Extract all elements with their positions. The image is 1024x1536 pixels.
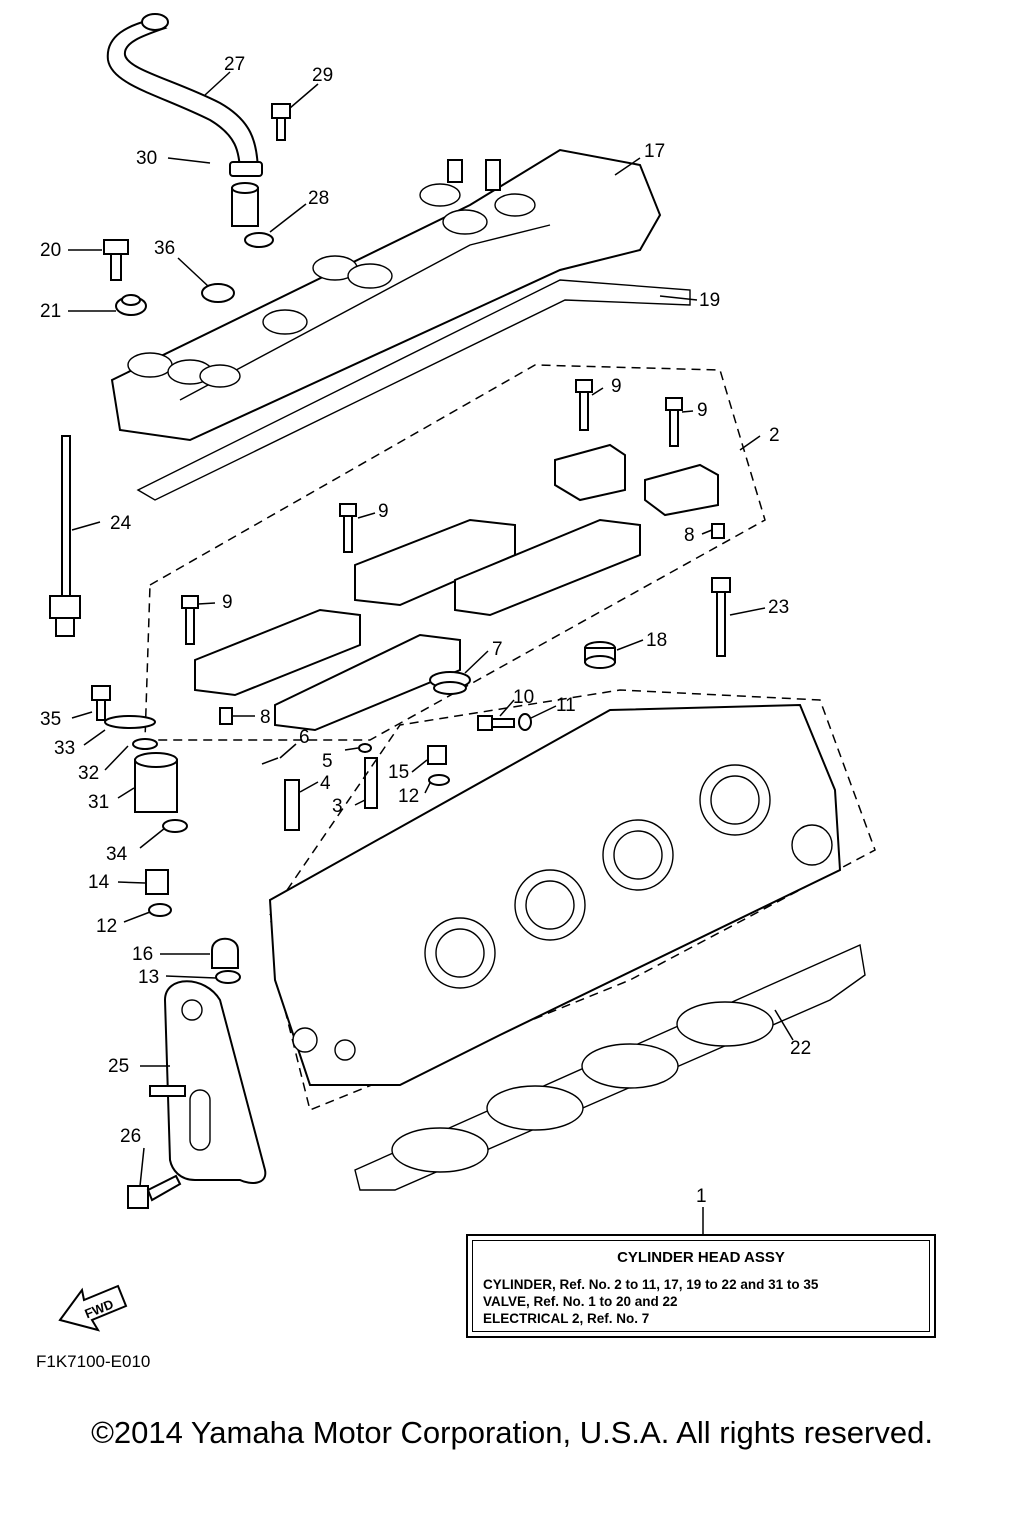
exploded-parts-diagram: FWD	[40, 13, 876, 1332]
callout-22: 22	[790, 1038, 811, 1059]
housing-plate[interactable]	[149, 980, 267, 1184]
nut-14[interactable]	[145, 869, 169, 895]
callout-2: 2	[769, 425, 780, 446]
callout-12a: 12	[398, 786, 419, 807]
valve-guides[interactable]	[261, 743, 378, 831]
breather-hose[interactable]	[106, 13, 263, 227]
cap-bolts[interactable]	[181, 379, 683, 645]
callout-3: 3	[332, 796, 343, 817]
reference-line-valve: VALVE, Ref. No. 1 to 20 and 22	[483, 1294, 678, 1309]
callout-9a: 9	[611, 376, 622, 397]
dipstick[interactable]	[49, 435, 81, 637]
reference-table: CYLINDER HEAD ASSY CYLINDER, Ref. No. 2 …	[466, 1234, 936, 1338]
callout-35: 35	[40, 709, 61, 730]
callout-9c: 9	[378, 501, 389, 522]
dowel-pin-upper[interactable]	[711, 523, 725, 539]
callout-labels: 1 2 3 4 5 6 7 8 8 9 9 9 9 10 11 12 12 13…	[40, 54, 811, 1207]
washer-11[interactable]	[518, 713, 532, 731]
fwd-arrow-icon: FWD	[58, 1284, 128, 1332]
callout-14: 14	[88, 872, 110, 893]
copyright-notice: ©2014 Yamaha Motor Corporation, U.S.A. A…	[91, 1415, 933, 1450]
grommet-21[interactable]	[115, 294, 147, 316]
plug[interactable]	[584, 641, 616, 669]
callout-4: 4	[320, 773, 331, 794]
callout-7: 7	[492, 639, 503, 660]
nut-15[interactable]	[427, 745, 447, 765]
sensor-plug[interactable]	[429, 671, 471, 695]
callout-33: 33	[54, 738, 75, 759]
cover-gasket[interactable]	[136, 279, 691, 501]
callout-5: 5	[322, 751, 333, 772]
callout-31: 31	[88, 792, 109, 813]
reference-line-cylinder: CYLINDER, Ref. No. 2 to 11, 17, 19 to 22…	[483, 1277, 819, 1292]
callout-9d: 9	[222, 592, 233, 613]
callout-16: 16	[132, 944, 153, 965]
washer-12-lower[interactable]	[148, 903, 172, 917]
callout-23: 23	[768, 597, 789, 618]
callout-6: 6	[299, 727, 310, 748]
callout-8b: 8	[260, 707, 271, 728]
callout-21: 21	[40, 301, 61, 322]
callout-18: 18	[646, 630, 667, 651]
reference-table-inner: CYLINDER HEAD ASSY CYLINDER, Ref. No. 2 …	[472, 1240, 930, 1332]
filter-assembly[interactable]	[91, 685, 188, 833]
callout-8a: 8	[684, 525, 695, 546]
callout-32: 32	[78, 763, 99, 784]
grommet-36[interactable]	[201, 283, 235, 303]
reference-line-electrical: ELECTRICAL 2, Ref. No. 7	[483, 1311, 650, 1326]
callout-30: 30	[136, 148, 157, 169]
cap-nut-16[interactable]	[211, 937, 239, 969]
callout-24: 24	[110, 513, 132, 534]
callout-29: 29	[312, 65, 333, 86]
bolt-10[interactable]	[477, 715, 515, 731]
reference-table-title: CYLINDER HEAD ASSY	[617, 1249, 785, 1266]
bolt-26[interactable]	[127, 1174, 182, 1209]
callout-27: 27	[224, 54, 245, 75]
drawing-code: F1K7100-E010	[36, 1352, 151, 1371]
callout-26: 26	[120, 1126, 141, 1147]
callout-10: 10	[513, 687, 534, 708]
callout-11: 11	[556, 695, 576, 716]
callout-28: 28	[308, 188, 329, 209]
callout-12b: 12	[96, 916, 117, 937]
callout-15: 15	[388, 762, 409, 783]
callout-9b: 9	[697, 400, 708, 421]
washer-12-upper[interactable]	[428, 774, 450, 786]
dowel-pin-lower[interactable]	[219, 707, 233, 725]
callout-25: 25	[108, 1056, 129, 1077]
callout-13: 13	[138, 967, 159, 988]
long-bolt[interactable]	[711, 577, 731, 657]
callout-17: 17	[644, 141, 665, 162]
callout-34: 34	[106, 844, 128, 865]
callout-36: 36	[154, 238, 175, 259]
bolt-29[interactable]	[271, 103, 291, 141]
cylinder-head[interactable]	[268, 703, 842, 1086]
callout-20: 20	[40, 240, 61, 261]
callout-1: 1	[696, 1186, 707, 1207]
head-gasket[interactable]	[354, 943, 866, 1191]
leader-lines	[68, 71, 794, 1234]
washer-13[interactable]	[215, 970, 241, 984]
cylinder-head-cover[interactable]	[110, 148, 662, 442]
bolt-20[interactable]	[103, 239, 129, 281]
callout-19: 19	[699, 290, 720, 311]
camshaft-cap[interactable]	[194, 443, 719, 732]
o-ring-28[interactable]	[244, 232, 274, 248]
